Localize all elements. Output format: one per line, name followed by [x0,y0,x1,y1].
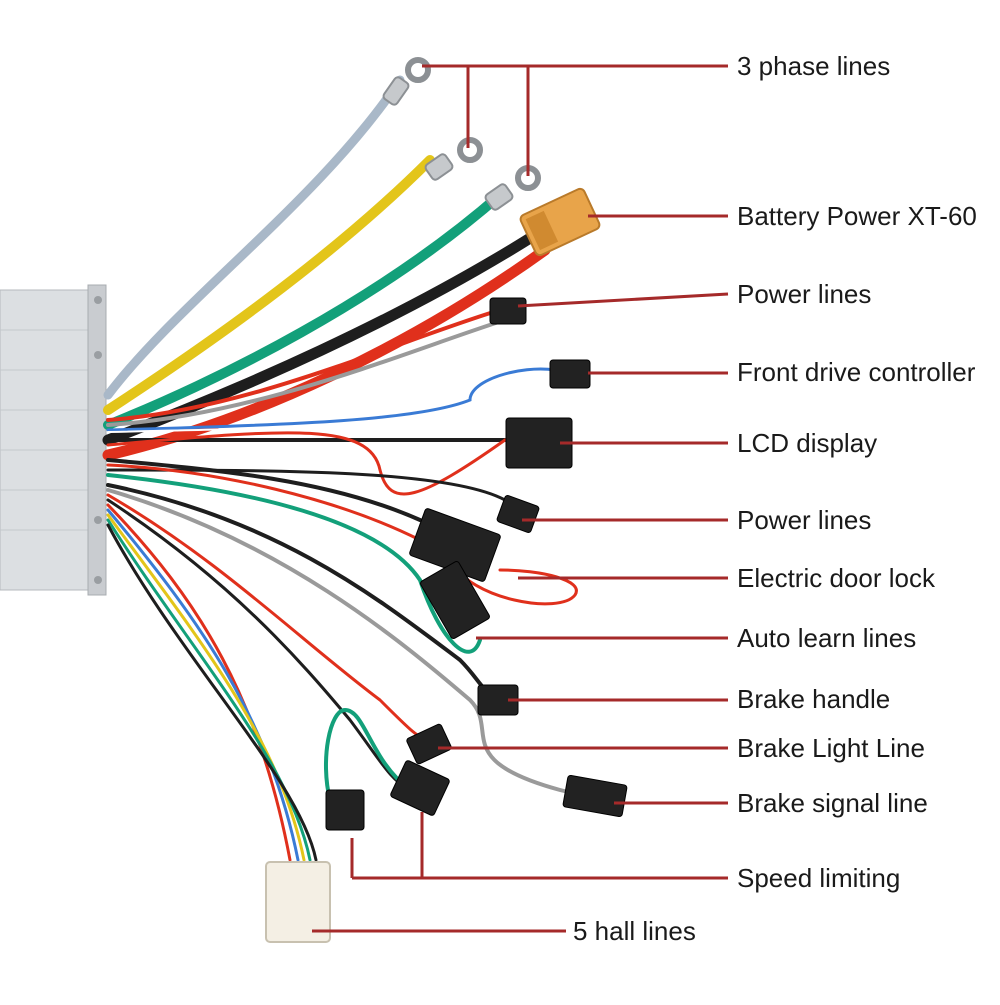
label-power-lines-lower: Power lines [737,505,872,535]
ring-terminals [382,57,541,211]
label-3-phase-lines: 3 phase lines [737,51,891,81]
label-front-drive-controller: Front drive controller [737,357,976,387]
leader-lines [312,64,729,933]
label-electric-door-lock: Electric door lock [737,563,935,593]
label-auto-learn-lines: Auto learn lines [737,623,917,653]
controller-housing [0,284,107,596]
label-brake-light-line: Brake Light Line [737,733,925,763]
xt60-connector [519,187,601,257]
hall-connector [265,861,331,943]
label-battery-power-xt60: Battery Power XT-60 [737,201,977,231]
phase-wires [103,75,505,430]
label-speed-limiting: Speed limiting [737,863,901,893]
label-power-lines-upper: Power lines [737,279,872,309]
label-5-hall-lines: 5 hall lines [573,916,696,946]
label-brake-handle: Brake handle [737,684,891,714]
signal-wires [106,308,602,862]
label-brake-signal-line: Brake signal line [737,788,928,818]
signal-connectors [325,297,628,831]
label-lcd-display: LCD display [737,428,878,458]
